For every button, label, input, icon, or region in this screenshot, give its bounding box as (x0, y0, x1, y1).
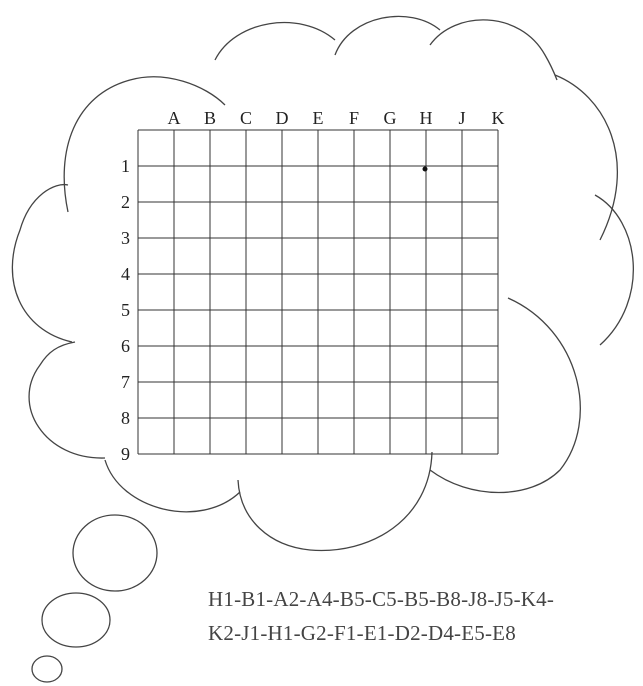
row-labels: 1 2 3 4 5 6 7 8 9 (121, 156, 130, 464)
column-label-G: G (384, 108, 397, 128)
column-label-A: A (168, 108, 181, 128)
column-label-B: B (204, 108, 216, 128)
row-label-6: 6 (121, 336, 130, 356)
row-label-4: 4 (121, 264, 130, 284)
thought-trail-bubbles (32, 515, 157, 682)
instruction-line-1: H1-B1-A2-A4-B5-C5-B5-B8-J8-J5-K4- (208, 584, 638, 614)
column-label-E: E (313, 108, 324, 128)
row-label-7: 7 (121, 372, 130, 392)
instruction-line-2: K2-J1-H1-G2-F1-E1-D2-D4-E5-E8 (208, 618, 638, 648)
trail-bubble-large (73, 515, 157, 591)
row-label-1: 1 (121, 156, 130, 176)
trail-bubble-medium (42, 593, 110, 647)
row-label-5: 5 (121, 300, 130, 320)
coordinate-grid (138, 130, 498, 454)
trail-bubble-small (32, 656, 62, 682)
column-label-K: K (492, 108, 505, 128)
row-label-9: 9 (121, 444, 130, 464)
thought-cloud (12, 16, 633, 550)
row-label-3: 3 (121, 228, 130, 248)
column-label-H: H (420, 108, 433, 128)
marked-point (423, 167, 428, 172)
column-label-D: D (276, 108, 289, 128)
row-label-2: 2 (121, 192, 130, 212)
column-label-C: C (240, 108, 252, 128)
column-label-J: J (458, 108, 465, 128)
row-label-8: 8 (121, 408, 130, 428)
column-label-F: F (349, 108, 359, 128)
